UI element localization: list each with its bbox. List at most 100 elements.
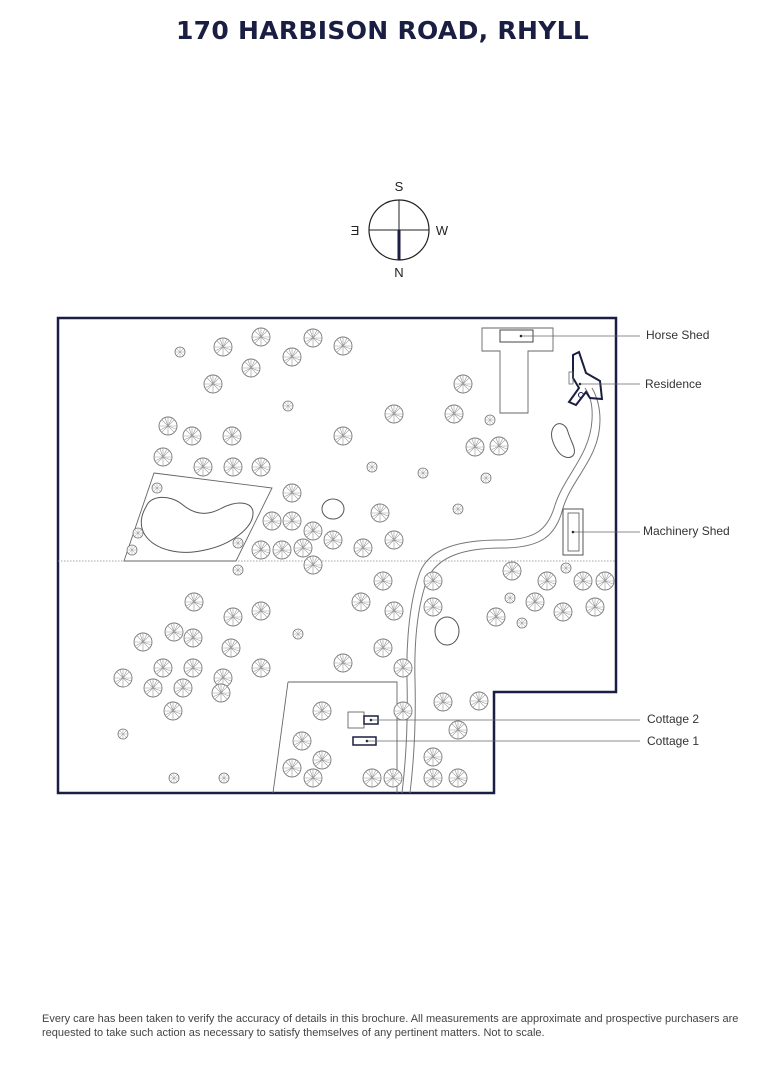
label-machinery-shed: Machinery Shed — [643, 524, 730, 538]
lower-paddock — [272, 681, 398, 794]
tree-icon — [132, 527, 144, 539]
tree-icon — [504, 592, 516, 604]
tree-icon — [183, 628, 203, 648]
tree-icon — [423, 597, 443, 617]
label-cottage-1: Cottage 1 — [647, 734, 699, 748]
tree-icon — [444, 404, 464, 424]
tree-icon — [384, 601, 404, 621]
tree-icon — [251, 601, 271, 621]
tree-icon — [333, 336, 353, 356]
tree-icon — [553, 602, 573, 622]
tree-icon — [351, 592, 371, 612]
tree-icon — [560, 562, 572, 574]
tree-icon — [153, 658, 173, 678]
tree-icon — [448, 768, 468, 788]
tree-icon — [211, 683, 231, 703]
tree-icon — [164, 622, 184, 642]
tree-icon — [133, 632, 153, 652]
tree-icon — [448, 720, 468, 740]
pond — [551, 423, 575, 458]
tree-icon — [293, 538, 313, 558]
tree-icon — [469, 691, 489, 711]
tree-icon — [251, 540, 271, 560]
tree-icon — [516, 617, 528, 629]
compass-left-label: E — [350, 223, 359, 238]
compass-bottom-label: N — [394, 265, 403, 280]
tree-icon — [303, 521, 323, 541]
tree-icon — [292, 731, 312, 751]
tree-icon — [502, 561, 522, 581]
tree-icon — [182, 426, 202, 446]
tree-icon — [151, 482, 163, 494]
pond — [434, 616, 460, 646]
driveway — [401, 387, 601, 794]
tree-icon — [163, 701, 183, 721]
tree-icon — [452, 503, 464, 515]
tree-icon — [423, 571, 443, 591]
tree-icon — [251, 327, 271, 347]
tree-icon — [174, 346, 186, 358]
tree-icon — [373, 638, 393, 658]
tree-icon — [484, 414, 496, 426]
tree-icon — [241, 358, 261, 378]
tree-icon — [384, 530, 404, 550]
tree-icon — [184, 592, 204, 612]
tree-icon — [383, 768, 403, 788]
tree-icon — [573, 571, 593, 591]
compass-top-label: S — [395, 179, 404, 194]
tree-icon — [537, 571, 557, 591]
tree-icon — [173, 678, 193, 698]
tree-icon — [465, 437, 485, 457]
tree-icon — [143, 678, 163, 698]
tree-icon — [282, 400, 294, 412]
label-residence: Residence — [645, 377, 702, 391]
tree-icon — [433, 692, 453, 712]
tree-icon — [393, 658, 413, 678]
compass-right-label: W — [435, 223, 448, 238]
dam — [140, 496, 254, 553]
tree-icon — [323, 530, 343, 550]
tree-icon — [393, 701, 413, 721]
label-horse-shed: Horse Shed — [646, 328, 709, 342]
tree-icon — [117, 728, 129, 740]
tree-icon — [384, 404, 404, 424]
tree-icon — [168, 772, 180, 784]
residence — [567, 350, 604, 407]
tree-icon — [221, 638, 241, 658]
tree-icon — [272, 540, 292, 560]
tree-icon — [223, 457, 243, 477]
tree-icon — [303, 768, 323, 788]
tree-icon — [282, 347, 302, 367]
tree-icon — [213, 337, 233, 357]
tree-icon — [183, 658, 203, 678]
tree-icon — [373, 571, 393, 591]
tree-icon — [489, 436, 509, 456]
tree-icon — [362, 768, 382, 788]
tree-icon — [585, 597, 605, 617]
tree-icon — [595, 571, 615, 591]
horse-shed — [481, 327, 554, 414]
tree-icon — [282, 483, 302, 503]
tree-icon — [486, 607, 506, 627]
tree-icon — [158, 416, 178, 436]
pond — [321, 498, 345, 520]
tree-icon — [525, 592, 545, 612]
tree-icon — [218, 772, 230, 784]
tree-icon — [312, 701, 332, 721]
tree-icon — [453, 374, 473, 394]
compass-icon: S N E W — [350, 179, 448, 280]
tree-icon — [370, 503, 390, 523]
tree-icon — [251, 658, 271, 678]
tree-icon — [223, 607, 243, 627]
tree-icon — [232, 537, 244, 549]
label-leaders — [367, 335, 640, 742]
tree-icon — [113, 668, 133, 688]
tree-icon — [417, 467, 429, 479]
tree-icon — [232, 564, 244, 576]
tree-icon — [282, 511, 302, 531]
dam-paddock — [123, 472, 273, 562]
tree-icon — [292, 628, 304, 640]
tree-icon — [203, 374, 223, 394]
tree-icon — [282, 758, 302, 778]
tree-icon — [262, 511, 282, 531]
